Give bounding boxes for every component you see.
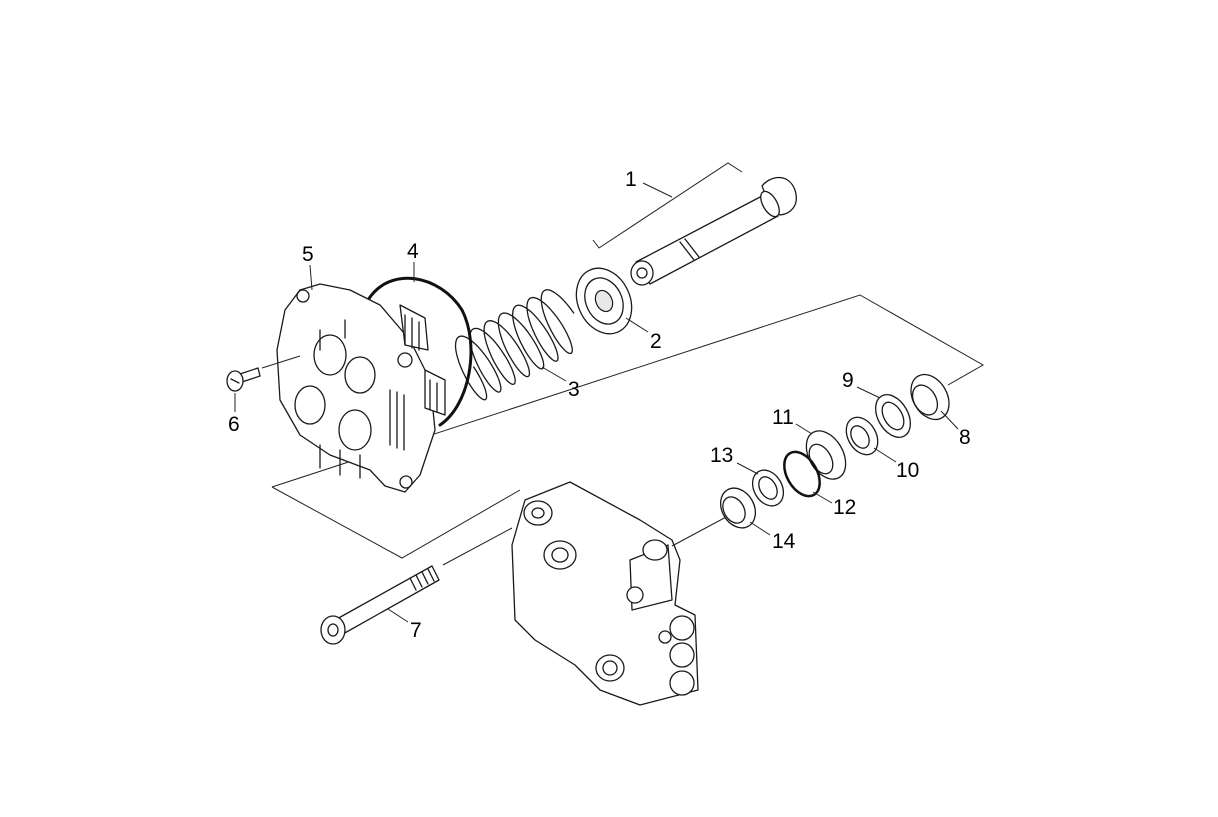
seal-part-10	[845, 416, 879, 456]
leader-7	[387, 608, 409, 623]
callout-12: 12	[833, 496, 856, 519]
bracket-group-8-14	[271, 486, 521, 559]
callout-13: 13	[710, 444, 733, 467]
callout-4: 4	[407, 240, 419, 263]
callout-7: 7	[410, 619, 422, 642]
leader-5	[309, 264, 313, 291]
ring-part-9	[875, 394, 911, 438]
leader-9	[856, 386, 881, 399]
callout-11: 11	[772, 406, 794, 429]
screw-part-6	[226, 355, 301, 392]
seal-part-14	[719, 487, 757, 529]
callout-2: 2	[650, 330, 662, 353]
valve-block	[511, 481, 729, 706]
bracket-part-1	[592, 162, 743, 249]
leader-12	[812, 491, 833, 504]
bolt-part-7	[320, 527, 513, 645]
callout-9: 9	[842, 369, 854, 392]
seal-part-8	[910, 373, 950, 421]
ring-part-13	[751, 469, 785, 507]
washer-part-2	[575, 267, 633, 335]
leader-2	[625, 317, 649, 333]
callout-6: 6	[228, 413, 240, 436]
callout-1: 1	[625, 168, 637, 191]
leader-11	[795, 423, 813, 435]
callout-5: 5	[302, 243, 314, 266]
callout-10: 10	[896, 459, 919, 482]
bracket-group-top	[271, 294, 985, 488]
spring-part-3	[454, 289, 575, 401]
leader-14	[749, 521, 771, 536]
callout-3: 3	[568, 378, 580, 401]
leader-8	[940, 410, 959, 430]
callout-8: 8	[959, 426, 971, 449]
o-ring-part-4	[366, 276, 473, 427]
housing-part-5	[276, 283, 446, 493]
leader-3	[541, 366, 567, 382]
leader-10	[873, 447, 897, 463]
leader-1	[642, 182, 673, 198]
callout-14: 14	[772, 530, 796, 553]
leader-13	[736, 462, 759, 475]
piston	[630, 176, 797, 286]
o-ring-part-12	[783, 450, 821, 498]
